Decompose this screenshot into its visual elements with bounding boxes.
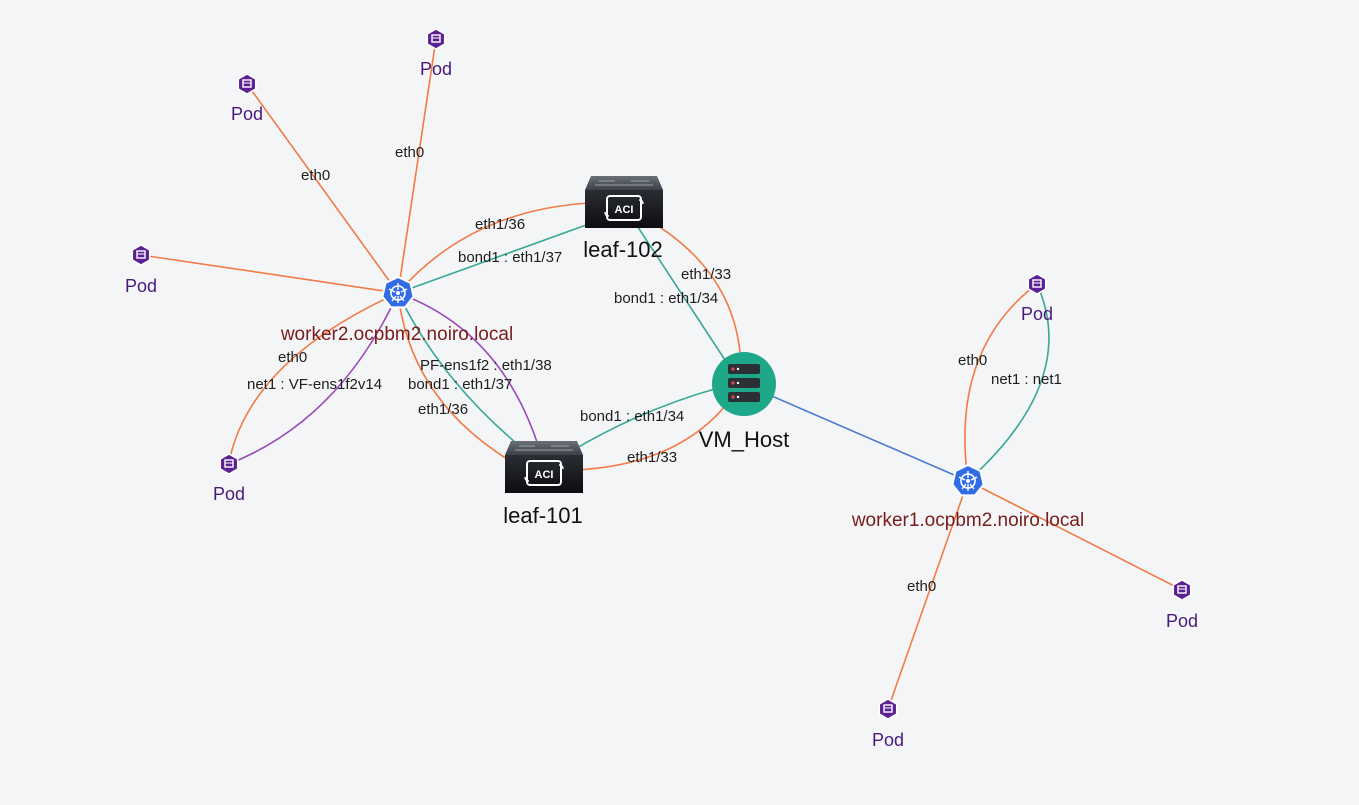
pod-icon (426, 28, 446, 50)
edge-label: bond1 : eth1/34 (614, 290, 718, 307)
pod-label: Pod (872, 730, 904, 750)
link-worker2-pod-left[interactable] (140, 254, 399, 294)
link-leaf101-vmhost-bond[interactable] (569, 387, 719, 453)
edge-label: eth1/33 (681, 266, 731, 283)
server-icon (712, 352, 776, 416)
pod-label: Pod (213, 484, 245, 504)
link-worker2-pod-bottomleft-eth0[interactable] (228, 292, 399, 463)
pod-node[interactable]: Pod (231, 73, 263, 124)
aci-switch-icon (505, 441, 583, 493)
edge-label: eth1/33 (627, 449, 677, 466)
edge-label: PF-ens1f2 : eth1/38 (420, 357, 552, 374)
edge-label: eth0 (395, 144, 424, 161)
link-worker1-pod-top-eth0[interactable] (964, 283, 1038, 482)
pod-label: Pod (420, 59, 452, 79)
pod-icon (1172, 579, 1192, 601)
pod-node[interactable]: Pod (1166, 579, 1198, 631)
pod-icon (878, 698, 898, 720)
pod-icon (237, 73, 257, 95)
link-worker2-leaf102-bond[interactable] (397, 219, 601, 294)
link-worker2-leaf101-bond[interactable] (397, 292, 523, 449)
leaf-101-node[interactable]: leaf-101 (503, 441, 583, 528)
aci-switch-icon (585, 176, 663, 228)
link-worker2-pod-bottomleft-net1[interactable] (228, 292, 399, 465)
edge-label: eth0 (958, 352, 987, 369)
pod-label: Pod (125, 276, 157, 296)
edge-label: bond1 : eth1/37 (408, 376, 512, 393)
pod-node[interactable]: Pod (420, 28, 452, 79)
worker-label: worker1.ocpbm2.noiro.local (851, 510, 1084, 531)
vm-host-node[interactable]: VM_Host (699, 352, 789, 452)
link-worker2-leaf101-pf[interactable] (397, 292, 539, 446)
link-worker2-pod-topleft[interactable] (246, 83, 399, 294)
link-worker1-pod-top-net1[interactable] (967, 283, 1050, 482)
link-worker2-leaf101-eth[interactable] (397, 292, 513, 463)
worker1-node[interactable]: worker1.ocpbm2.noiro.local (851, 464, 1084, 531)
pod-label: Pod (1021, 304, 1053, 324)
worker-label: worker2.ocpbm2.noiro.local (280, 324, 513, 345)
worker2-node[interactable]: worker2.ocpbm2.noiro.local (280, 276, 513, 345)
edge-label: eth0 (278, 349, 307, 366)
edge-label: net1 : net1 (991, 371, 1062, 388)
edge-label: eth1/36 (418, 401, 468, 418)
link-leaf101-vmhost-eth[interactable] (574, 399, 731, 471)
edge-label: bond1 : eth1/34 (580, 408, 684, 425)
edge-label: eth0 (907, 578, 936, 595)
pod-label: Pod (1166, 611, 1198, 631)
link-leaf102-vmhost-bond[interactable] (629, 214, 726, 361)
pod-node[interactable]: Pod (213, 453, 245, 504)
edge-label: eth0 (301, 167, 330, 184)
edge-label: eth1/36 (475, 216, 525, 233)
kubernetes-icon (381, 276, 415, 309)
node-label: leaf-101 (503, 503, 583, 528)
link-worker1-pod-right[interactable] (967, 480, 1183, 591)
pod-node[interactable]: Pod (125, 244, 157, 296)
pod-icon (1027, 273, 1047, 295)
pod-icon (219, 453, 239, 475)
kubernetes-icon (951, 464, 985, 497)
link-worker2-pod-top[interactable] (397, 38, 437, 294)
node-label: VM_Host (699, 427, 789, 452)
pod-node[interactable]: Pod (1021, 273, 1053, 324)
edge-labels: eth0 eth0 eth1/36 bond1 : eth1/37 eth1/3… (247, 144, 1062, 595)
edge-label: bond1 : eth1/37 (458, 249, 562, 266)
link-vmhost-worker1[interactable] (743, 383, 969, 482)
edge-label: net1 : VF-ens1f2v14 (247, 376, 382, 393)
leaf-102-node[interactable]: leaf-102 (583, 176, 663, 262)
link-worker1-pod-bottom[interactable] (887, 480, 969, 710)
link-worker2-leaf102-eth[interactable] (397, 202, 591, 294)
pod-node[interactable]: Pod (872, 698, 904, 750)
node-label: leaf-102 (583, 237, 663, 262)
pod-icon (131, 244, 151, 266)
pod-label: Pod (231, 104, 263, 124)
